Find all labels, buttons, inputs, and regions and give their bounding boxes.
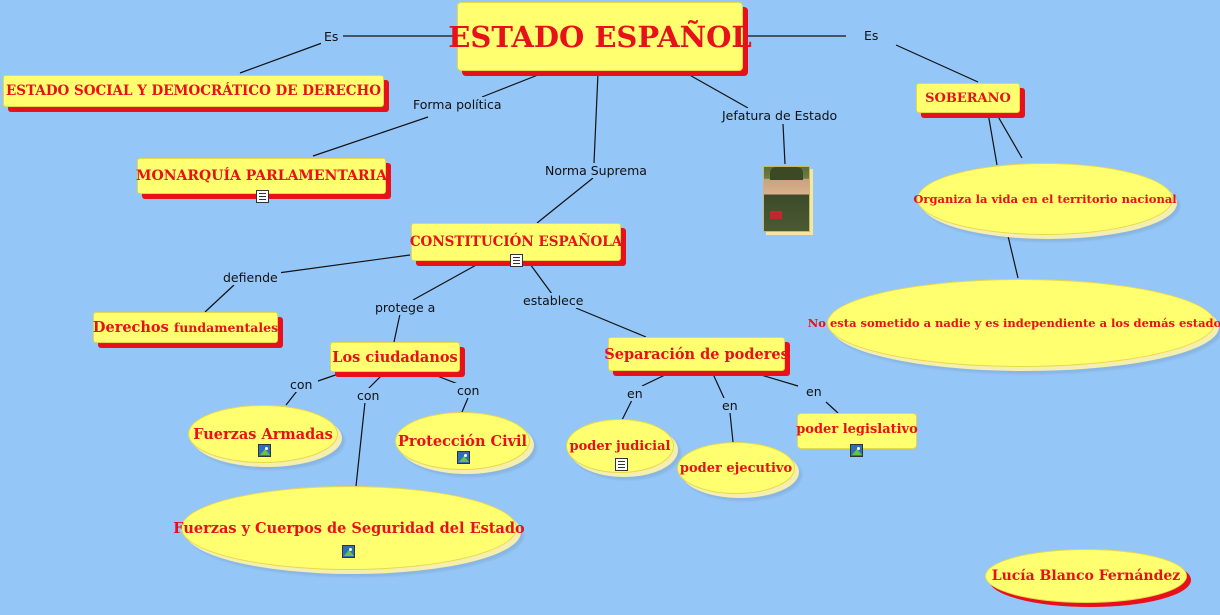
concept-poder-legislativo[interactable]: poder legislativo [796, 413, 918, 457]
concept-label: Protección Civil [397, 432, 528, 450]
concept-label-part-2: fundamentales [173, 320, 279, 335]
concept-constitucion[interactable]: CONSTITUCIÓN ESPAÑOLA [409, 223, 623, 267]
image-icon[interactable] [850, 444, 863, 457]
concept-label: MONARQUÍA PARLAMENTARIA [136, 168, 387, 184]
document-icon[interactable] [256, 190, 269, 203]
link-label-en-3: en [803, 384, 825, 399]
concept-label: ESTADO SOCIAL Y DEMOCRÁTICO DE DERECHO [6, 83, 381, 99]
link-label-jefatura: Jefatura de Estado [719, 108, 841, 123]
concept-estado-social[interactable]: ESTADO SOCIAL Y DEMOCRÁTICO DE DERECHO [3, 75, 384, 107]
link-label-establece: establece [520, 293, 587, 308]
concept-poder-ejecutivo[interactable]: poder ejecutivo [677, 442, 795, 494]
concept-organiza[interactable]: Organiza la vida en el territorio nacion… [913, 163, 1177, 235]
link-label-protege: protege a [372, 300, 439, 315]
concept-ciudadanos[interactable]: Los ciudadanos [330, 342, 460, 372]
concept-label-part-1: Derechos [92, 319, 169, 336]
concept-derechos[interactable]: Derechos fundamentales [93, 312, 278, 343]
concept-label: Fuerzas y Cuerpos de Seguridad del Estad… [173, 519, 525, 537]
concept-label: Fuerzas Armadas [193, 425, 333, 443]
concept-estado-espanol[interactable]: ESTADO ESPAÑOL [448, 2, 752, 71]
concept-proteccion-civil[interactable]: Protección Civil [395, 412, 530, 470]
concept-label: poder legislativo [796, 422, 918, 437]
concept-label: Separación de poderes [604, 345, 789, 363]
link-label-en-2: en [719, 398, 741, 413]
link-label-con-1: con [287, 377, 316, 392]
concept-fuerzas-seguridad[interactable]: Fuerzas y Cuerpos de Seguridad del Estad… [173, 486, 525, 570]
document-icon[interactable] [510, 254, 523, 267]
photo-cap-shape [770, 167, 803, 180]
concept-label: ESTADO ESPAÑOL [448, 19, 752, 54]
concept-label: CONSTITUCIÓN ESPAÑOLA [409, 234, 623, 250]
photo-badge-shape [770, 211, 782, 219]
concept-separacion-poderes[interactable]: Separación de poderes [604, 337, 789, 371]
image-icon[interactable] [342, 545, 355, 558]
author-credit: Lucía Blanco Fernández [985, 549, 1187, 603]
link-label-es-left: Es [321, 29, 342, 44]
concept-label: No esta sometido a nadie y es independie… [807, 316, 1220, 330]
link-label-con-3: con [454, 383, 483, 398]
link-label-en-1: en [624, 386, 646, 401]
king-photo[interactable] [763, 166, 810, 232]
concept-label: Los ciudadanos [332, 348, 458, 366]
link-label-norma-suprema: Norma Suprema [542, 163, 650, 178]
concept-label: Organiza la vida en el territorio nacion… [913, 192, 1177, 206]
link-label-con-2: con [354, 388, 383, 403]
document-icon[interactable] [615, 458, 628, 471]
concept-fuerzas-armadas[interactable]: Fuerzas Armadas [188, 405, 338, 463]
concept-label: poder judicial [569, 438, 671, 454]
author-name: Lucía Blanco Fernández [991, 568, 1181, 584]
concept-label: Derechos fundamentales [93, 319, 278, 336]
link-label-defiende: defiende [220, 270, 281, 285]
concept-poder-judicial[interactable]: poder judicial [566, 419, 674, 473]
concept-soberano[interactable]: SOBERANO [916, 83, 1020, 113]
concept-no-sometido[interactable]: No esta sometido a nadie y es independie… [808, 279, 1220, 367]
link-label-es-right: Es [861, 28, 882, 43]
link-label-forma-politica: Forma política [410, 97, 505, 112]
image-icon[interactable] [258, 444, 271, 457]
concept-label: SOBERANO [925, 90, 1011, 106]
image-icon[interactable] [457, 451, 470, 464]
concept-label: poder ejecutivo [679, 460, 793, 476]
concept-monarquia[interactable]: MONARQUÍA PARLAMENTARIA [136, 158, 387, 203]
